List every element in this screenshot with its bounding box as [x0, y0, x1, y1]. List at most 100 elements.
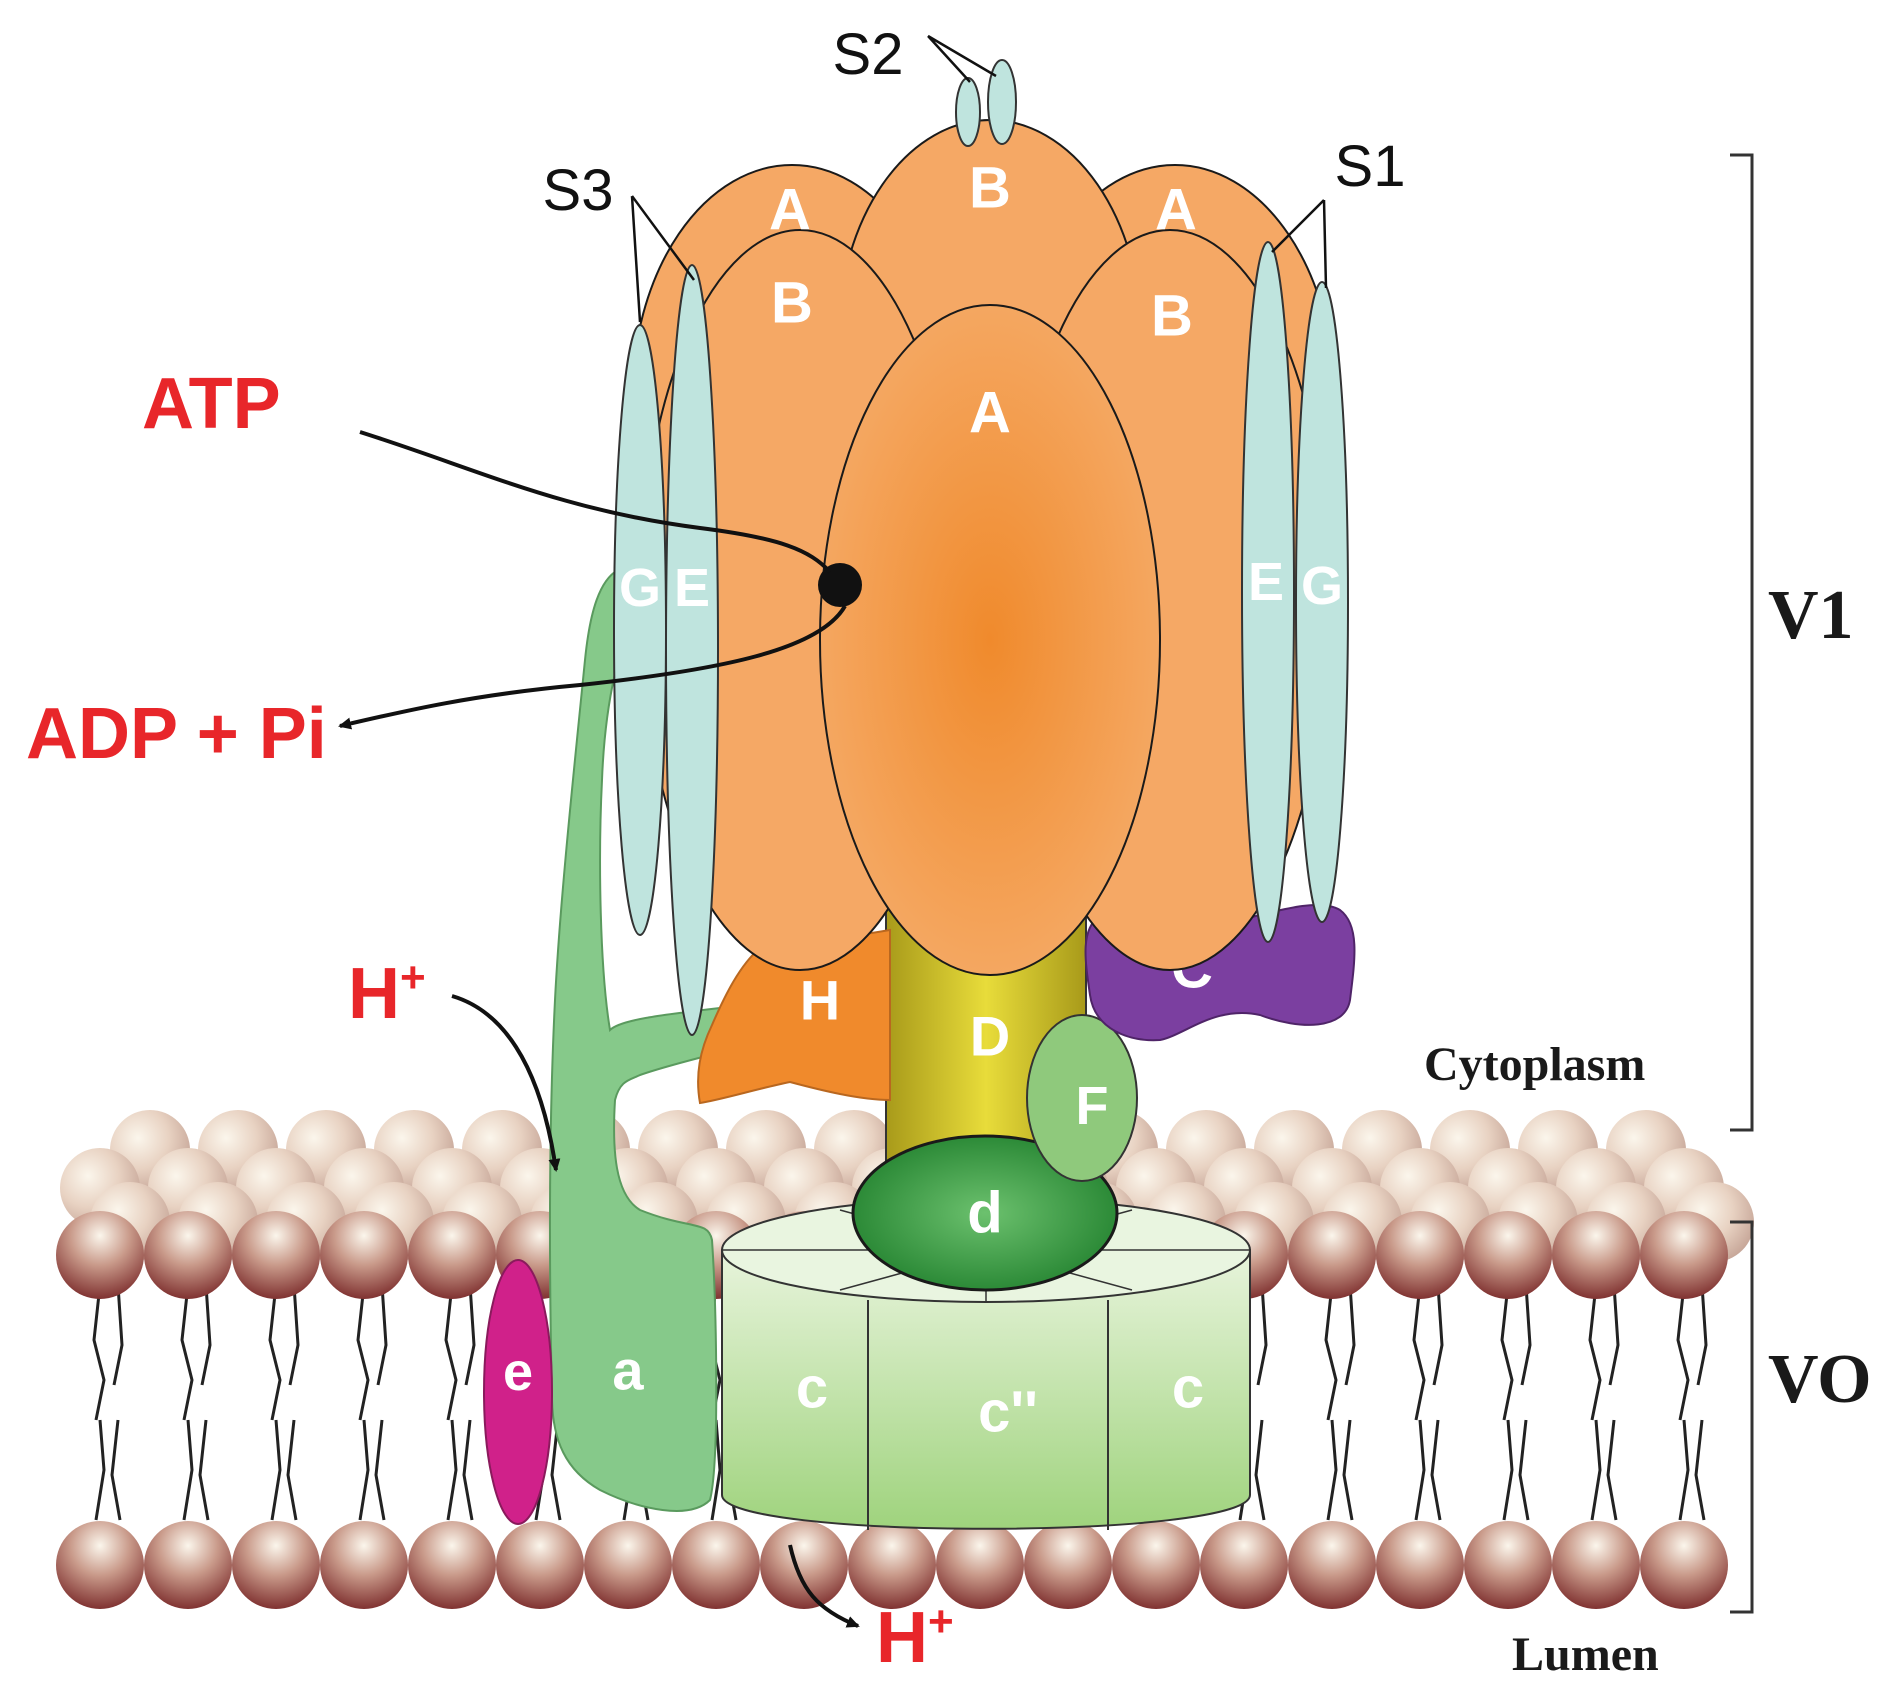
subunit-e-label: e — [503, 1342, 533, 1402]
lipid-tail — [270, 1419, 298, 1521]
lipid-head-bottom — [1640, 1521, 1728, 1609]
lipid-tail — [1676, 1284, 1708, 1421]
lipid-head-bottom — [1464, 1521, 1552, 1609]
subunit-c-double-label: c'' — [978, 1380, 1038, 1445]
lipid-head-top — [320, 1211, 408, 1299]
subunit-F-label: F — [1076, 1076, 1109, 1136]
lipid-head-bottom — [1112, 1521, 1200, 1609]
subunit-F — [1026, 1014, 1138, 1182]
lipid-head-bottom — [1200, 1521, 1288, 1609]
subunit-G-left — [613, 324, 667, 936]
vo-label: VO — [1768, 1341, 1872, 1418]
subunit-E-left-label: E — [674, 558, 710, 618]
lipid-tail — [1590, 1419, 1618, 1521]
subunit-B-right-label: B — [1151, 284, 1193, 349]
lipid-head-top — [1288, 1211, 1376, 1299]
subunit-d — [851, 1134, 1119, 1292]
lipid-head-bottom — [672, 1521, 760, 1609]
cytoplasm-label: Cytoplasm — [1424, 1038, 1645, 1091]
subunit-B-back-top-label: B — [969, 156, 1011, 221]
lipid-tail — [1678, 1419, 1706, 1521]
lipid-tail — [1326, 1419, 1354, 1521]
lipid-tail — [356, 1284, 388, 1421]
lipid-tail — [92, 1284, 124, 1421]
lipid-head-bottom — [1552, 1521, 1640, 1609]
lipid-head-bottom — [936, 1521, 1024, 1609]
lipid-tail — [358, 1419, 386, 1521]
lipid-head-top — [232, 1211, 320, 1299]
catalytic-site — [818, 563, 862, 607]
subunit-d-label: d — [967, 1181, 1002, 1246]
subunit-a-label: a — [612, 1339, 644, 1402]
lipid-head-top — [144, 1211, 232, 1299]
subunit-G-right-label: G — [1301, 556, 1343, 616]
lipid-head-top — [408, 1211, 496, 1299]
vo-bracket — [1730, 1220, 1754, 1614]
lipid-tail — [1588, 1284, 1620, 1421]
lipid-head-top — [1640, 1211, 1728, 1299]
lipid-head-bottom — [584, 1521, 672, 1609]
h-in-label: H+ — [348, 953, 426, 1034]
subunit-c-right-label: c — [1172, 1356, 1204, 1421]
s3-label: S3 — [543, 158, 614, 223]
h-in-arrow — [451, 994, 561, 1172]
s2-pointer — [927, 34, 997, 83]
lipid-head-top — [1552, 1211, 1640, 1299]
lipid-head-bottom — [1376, 1521, 1464, 1609]
lipid-tail — [1502, 1419, 1530, 1521]
subunit-E-left — [665, 264, 719, 1036]
lipid-head-bottom — [760, 1521, 848, 1609]
s2-label: S2 — [833, 22, 904, 87]
lipid-tail — [94, 1419, 122, 1521]
lipid-tail — [180, 1284, 212, 1421]
subunit-H-label: H — [800, 969, 840, 1032]
s3-pointer — [630, 195, 696, 323]
subunit-e — [483, 1259, 553, 1525]
lipid-tail — [1500, 1284, 1532, 1421]
lipid-tail — [182, 1419, 210, 1521]
lipid-head-bottom — [848, 1521, 936, 1609]
subunit-A-front-label: A — [969, 381, 1011, 446]
subunit-c-left-label: c — [796, 1356, 828, 1421]
lipid-heads-bottom — [56, 1521, 1728, 1609]
s1-pointer — [1271, 199, 1328, 289]
h-out-arrow — [788, 1544, 860, 1628]
lipid-tail — [1414, 1419, 1442, 1521]
subunit-E-right-label: E — [1248, 552, 1284, 612]
subunit-E-right — [1241, 241, 1295, 943]
atp-label: ATP — [142, 364, 281, 444]
lipid-head-bottom — [496, 1521, 584, 1609]
lipid-head-bottom — [1024, 1521, 1112, 1609]
subunit-G-left-label: G — [619, 558, 661, 618]
lipid-head-bottom — [144, 1521, 232, 1609]
lipid-tail — [268, 1284, 300, 1421]
lumen-label: Lumen — [1512, 1628, 1659, 1681]
v1-label: V1 — [1768, 577, 1854, 654]
lipid-tail — [446, 1419, 474, 1521]
stalk-S3 — [613, 264, 719, 1036]
lipid-tail — [1412, 1284, 1444, 1421]
stalk-S1 — [1241, 241, 1349, 943]
subunit-A-back-right-label: A — [1155, 178, 1197, 243]
v1-bracket — [1730, 153, 1754, 1132]
s1-label: S1 — [1335, 134, 1406, 199]
subunit-a — [548, 568, 738, 1512]
lipid-head-bottom — [408, 1521, 496, 1609]
lipid-head-top — [56, 1211, 144, 1299]
lipid-tail — [1324, 1284, 1356, 1421]
adp-arrow — [338, 605, 847, 730]
atp-arrow — [359, 430, 832, 574]
lipid-head-top — [1464, 1211, 1552, 1299]
subunit-G-right — [1295, 281, 1349, 923]
subunit-B-left-label: B — [771, 271, 813, 336]
lipid-head-bottom — [232, 1521, 320, 1609]
lipid-head-bottom — [320, 1521, 408, 1609]
subunit-D-label: D — [970, 1005, 1010, 1068]
h-out-label: H+ — [876, 1597, 954, 1678]
subunit-A-back-left-label: A — [769, 178, 811, 243]
lipid-tail — [444, 1284, 476, 1421]
lipid-head-bottom — [1288, 1521, 1376, 1609]
adp-pi-label: ADP + Pi — [26, 694, 327, 774]
subunit-A-front — [819, 304, 1161, 976]
